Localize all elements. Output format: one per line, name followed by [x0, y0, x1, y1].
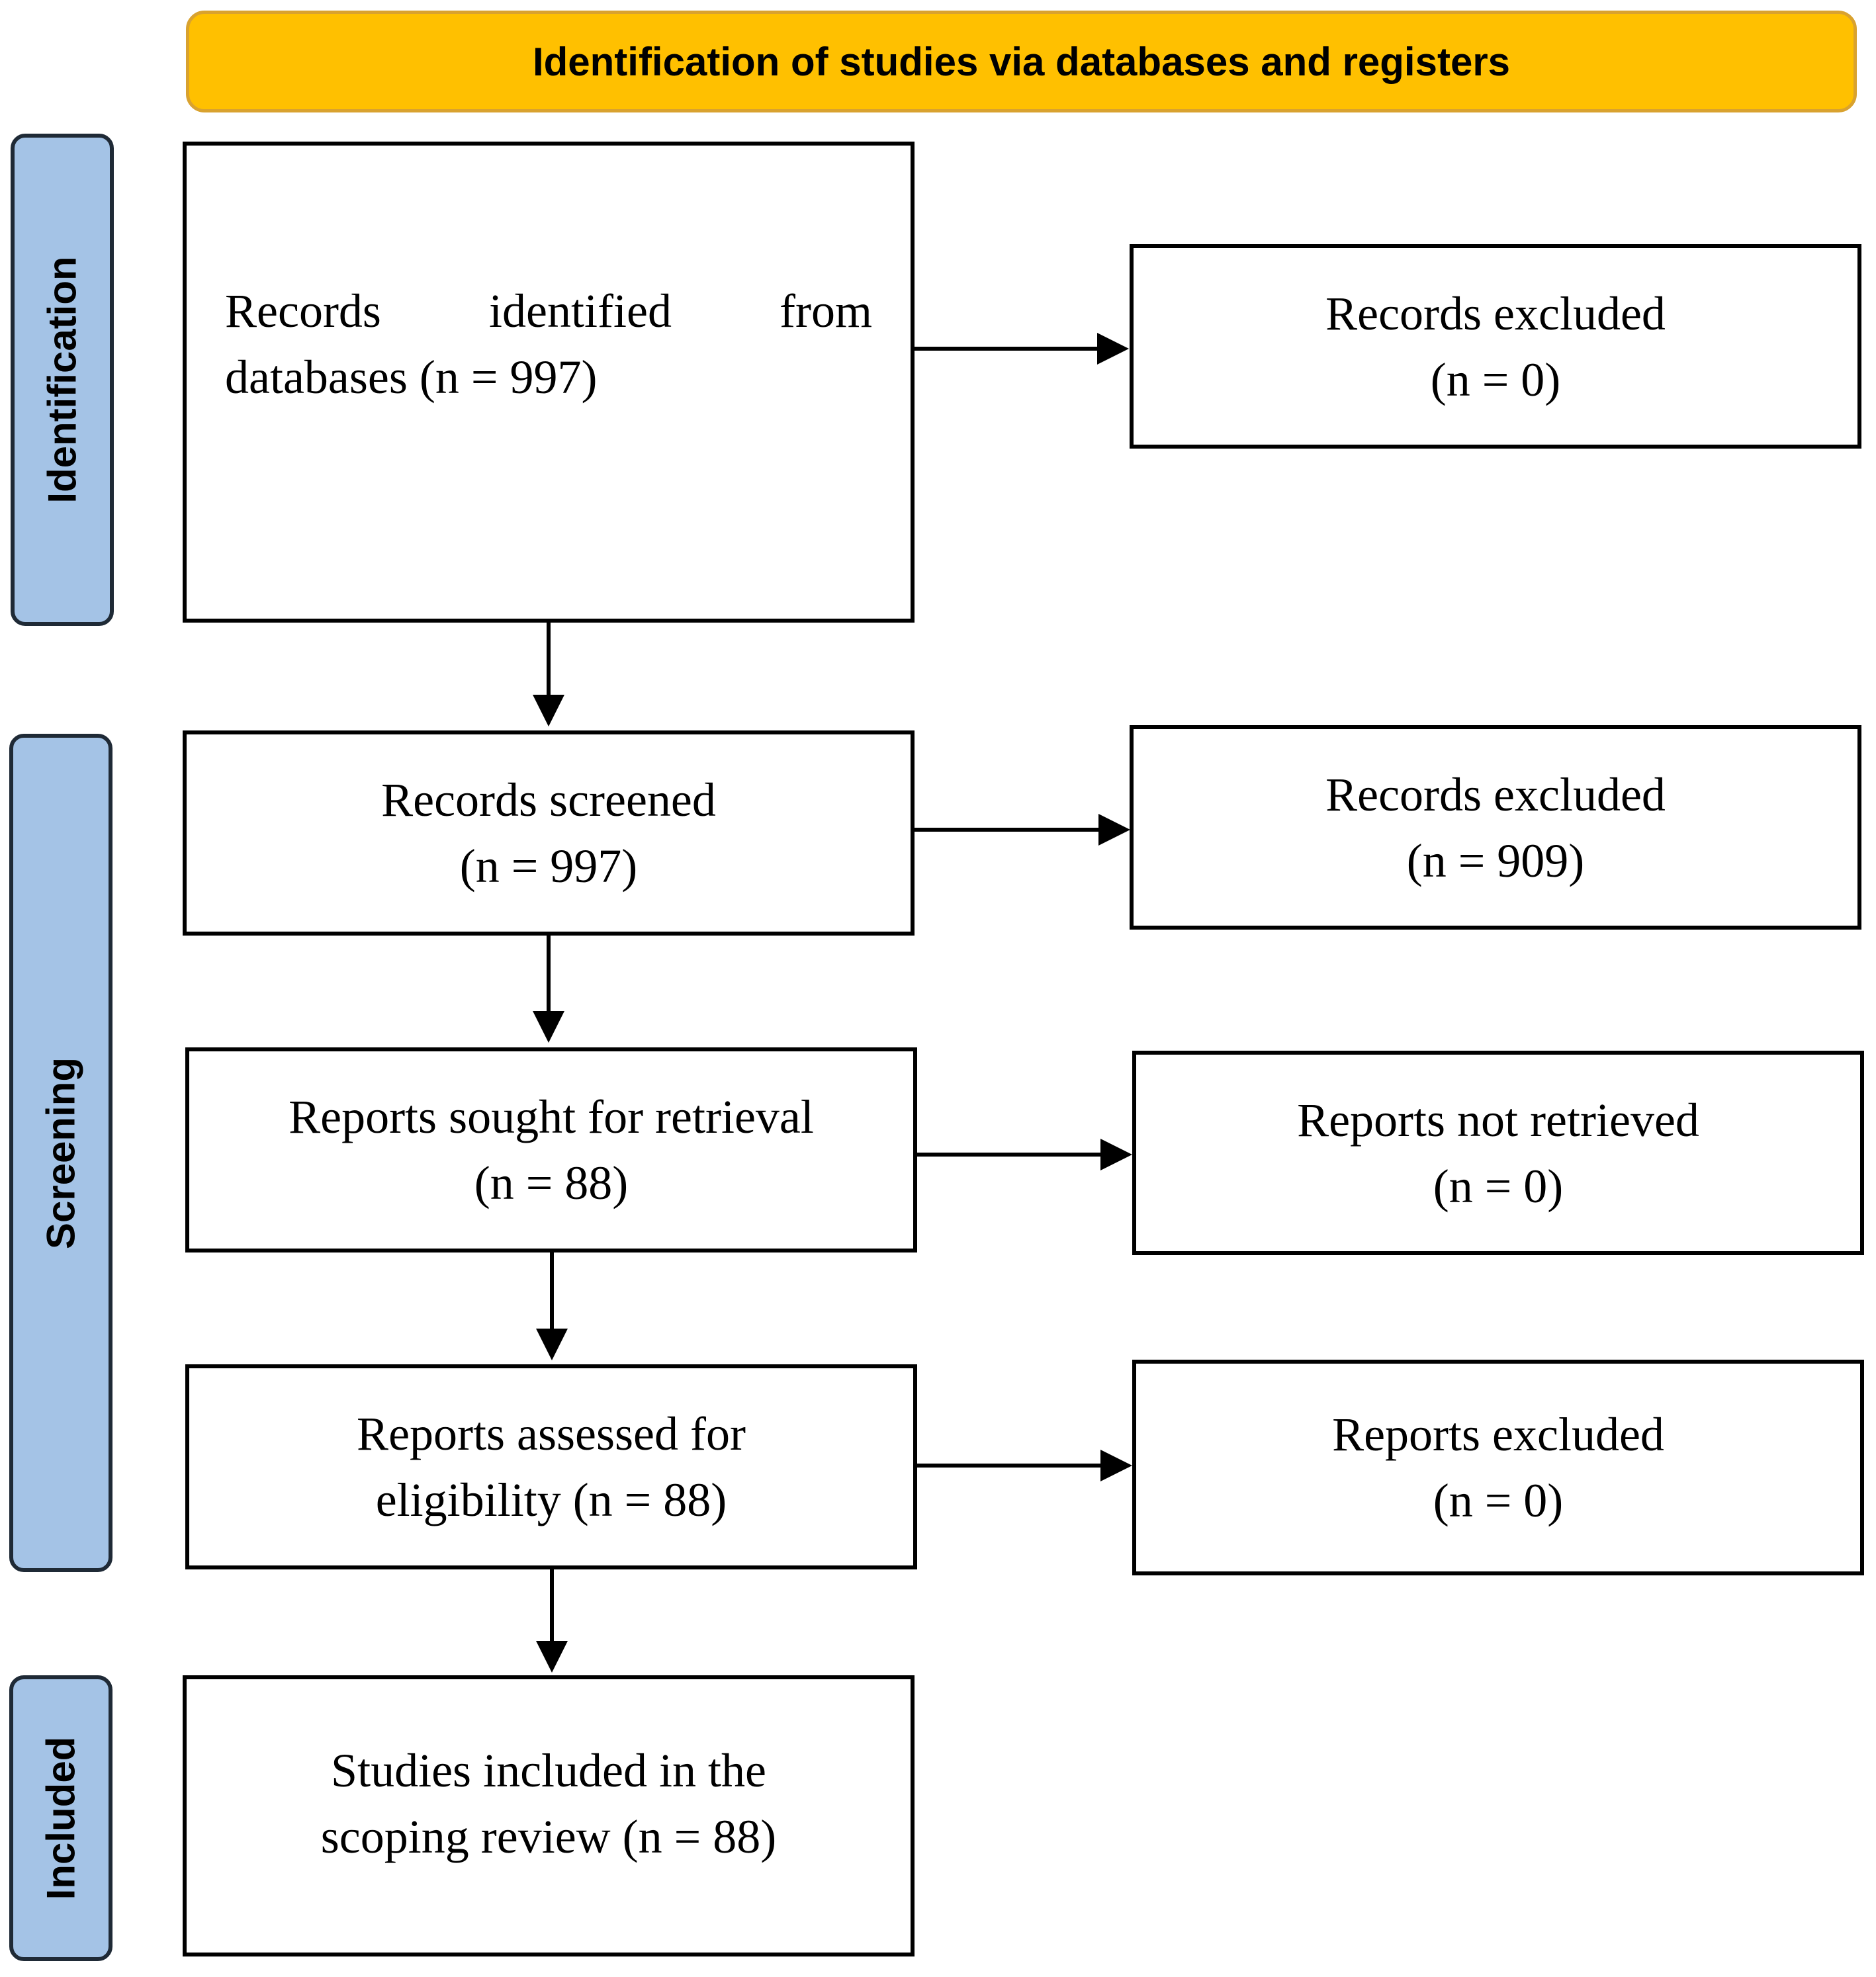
stage-screening: Screening [9, 734, 112, 1572]
box-reports-assessed: Reports assessed for eligibility (n = 88… [185, 1364, 917, 1569]
records-excluded-2-line2: (n = 909) [1406, 834, 1585, 887]
records-excluded-1-line1: Records excluded [1325, 286, 1666, 340]
records-identified-word3: from [780, 285, 872, 337]
reports-not-retrieved-line1: Reports not retrieved [1297, 1093, 1699, 1147]
records-identified-word1: Records [225, 285, 381, 337]
stage-included-label: Included [38, 1736, 83, 1900]
reports-excluded-line1: Reports excluded [1332, 1408, 1664, 1461]
reports-excluded-line2: (n = 0) [1433, 1474, 1564, 1527]
header-title: Identification of studies via databases … [532, 39, 1511, 84]
stage-identification: Identification [11, 134, 114, 626]
records-excluded-1-line2: (n = 0) [1430, 353, 1561, 406]
reports-assessed-line2: eligibility (n = 88) [375, 1473, 727, 1526]
records-screened-line2: (n = 997) [459, 840, 638, 893]
stage-screening-label: Screening [38, 1057, 83, 1249]
box-records-excluded-2: Records excluded (n = 909) [1130, 725, 1861, 930]
records-identified-line1: Records identified from [187, 278, 911, 344]
box-reports-excluded: Reports excluded (n = 0) [1132, 1360, 1864, 1575]
records-screened-line1: Records screened [381, 773, 716, 826]
reports-not-retrieved-line2: (n = 0) [1433, 1159, 1564, 1213]
box-records-excluded-1: Records excluded (n = 0) [1130, 244, 1861, 449]
studies-included-line2: scoping review (n = 88) [320, 1810, 777, 1863]
reports-assessed-line1: Reports assessed for [357, 1407, 746, 1460]
reports-sought-line2: (n = 88) [474, 1157, 629, 1209]
header-banner: Identification of studies via databases … [186, 11, 1857, 112]
reports-sought-line1: Reports sought for retrieval [289, 1090, 814, 1143]
stage-identification-label: Identification [40, 256, 85, 504]
box-records-identified: Records identified from databases (n = 9… [183, 142, 915, 623]
records-identified-line2: databases (n = 997) [225, 351, 598, 404]
box-records-screened: Records screened (n = 997) [183, 730, 915, 936]
box-reports-not-retrieved: Reports not retrieved (n = 0) [1132, 1051, 1864, 1255]
records-excluded-2-line1: Records excluded [1325, 768, 1666, 821]
box-reports-sought: Reports sought for retrieval (n = 88) [185, 1047, 917, 1252]
records-identified-word2: identified [489, 285, 672, 337]
studies-included-line1: Studies included in the [331, 1744, 766, 1797]
box-studies-included: Studies included in the scoping review (… [183, 1675, 915, 1956]
stage-included: Included [9, 1675, 112, 1961]
